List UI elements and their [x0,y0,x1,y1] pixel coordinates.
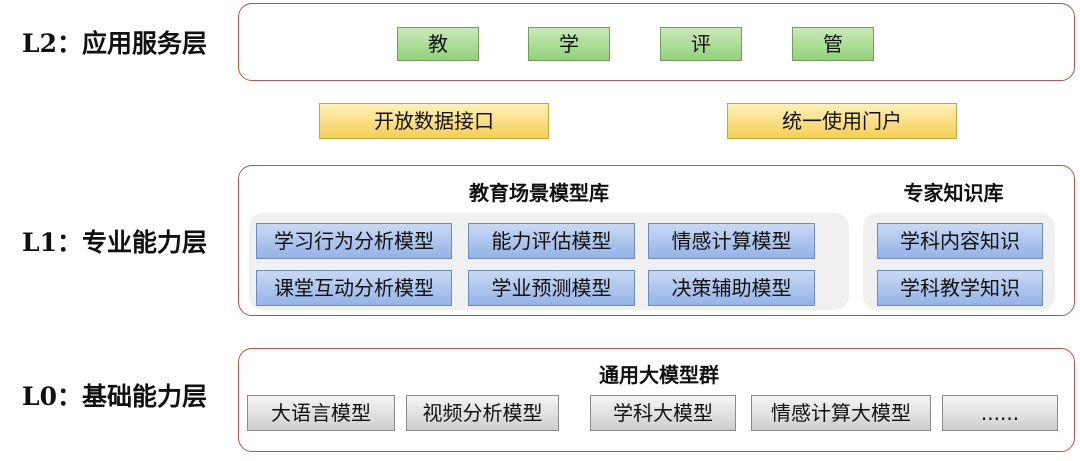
base-model-llm: 大语言模型 [247,395,395,431]
knowledge-library-title: 专家知识库 [903,181,1004,205]
model-learning-behavior: 学习行为分析模型 [256,223,452,259]
app-item-evaluate: 评 [660,27,742,61]
scenario-library-title: 教育场景模型库 [469,181,609,205]
model-affective-computing: 情感计算模型 [648,223,815,259]
connector-open-api: 开放数据接口 [319,103,549,139]
base-model-subject: 学科大模型 [590,395,736,431]
model-classroom-interaction: 课堂互动分析模型 [256,270,452,306]
general-models-title: 通用大模型群 [599,363,719,387]
connector-portal: 统一使用门户 [727,103,957,139]
model-academic-prediction: 学业预测模型 [468,270,635,306]
layer-label-l0: L0：基础能力层 [22,382,207,411]
base-model-affective: 情感计算大模型 [751,395,931,431]
layer-box-l0: 通用大模型群 大语言模型 视频分析模型 学科大模型 情感计算大模型 ...... [238,348,1075,452]
knowledge-subject-pedagogy: 学科教学知识 [877,270,1043,306]
knowledge-subject-content: 学科内容知识 [877,223,1043,259]
app-item-teach: 教 [397,27,479,61]
layer-label-l2: L2：应用服务层 [22,29,207,58]
model-ability-assessment: 能力评估模型 [468,223,635,259]
base-model-more: ...... [942,395,1058,431]
model-decision-support: 决策辅助模型 [648,270,815,306]
app-item-learn: 学 [528,27,610,61]
layer-box-l1: 教育场景模型库 专家知识库 学习行为分析模型 能力评估模型 情感计算模型 课堂互… [238,165,1075,316]
base-model-video: 视频分析模型 [406,395,559,431]
app-item-manage: 管 [792,27,874,61]
layer-label-l1: L1：专业能力层 [22,228,207,257]
layer-box-l2: 教 学 评 管 [238,3,1075,81]
